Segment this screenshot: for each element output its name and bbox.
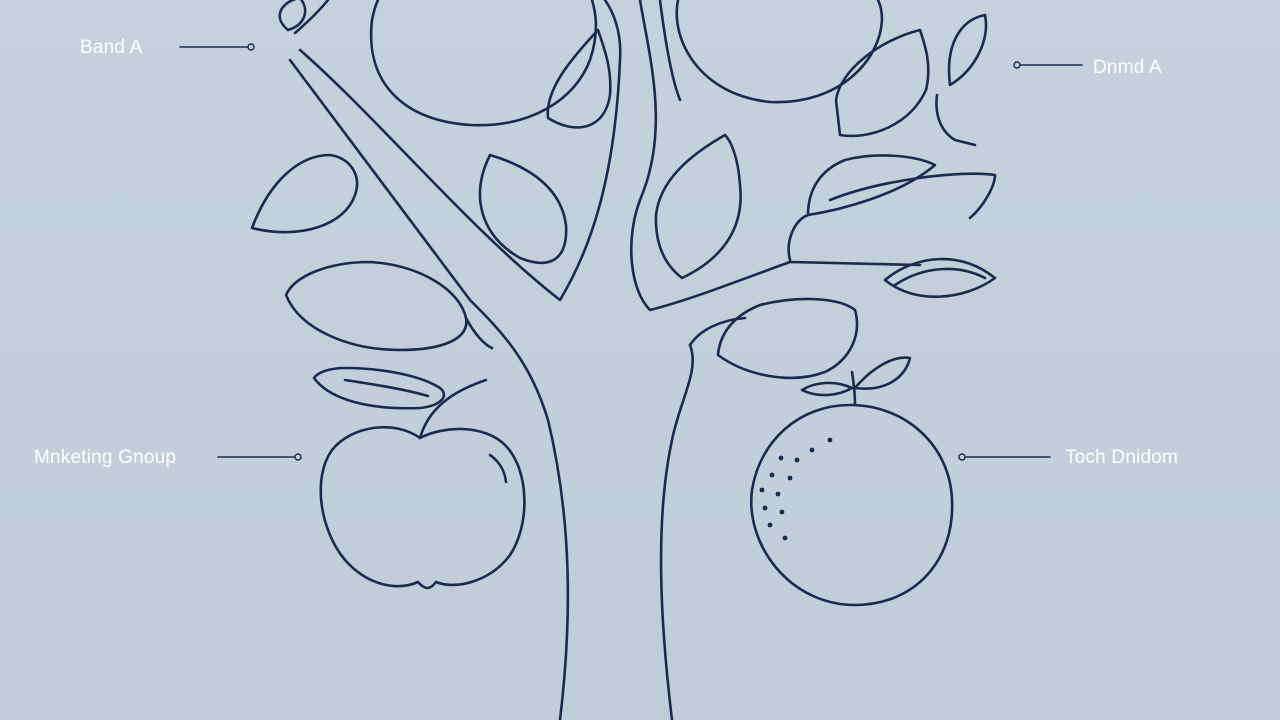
fruit-top-center <box>675 0 884 104</box>
orange-leaf-small <box>800 381 854 397</box>
fruit-top-left <box>369 0 598 127</box>
label-top-left: Band A <box>80 37 143 58</box>
trunk-right-edge <box>659 343 695 720</box>
leaf-left-big-tail <box>464 316 494 350</box>
apple-highlight <box>488 453 508 484</box>
label-connectors <box>179 43 1083 461</box>
leaf-apple-vein <box>343 378 430 398</box>
leaf-left-upper <box>250 153 359 234</box>
leaf-right-big-tail <box>688 316 747 347</box>
label-middle-left: Mnketing Gnoup <box>34 447 177 468</box>
leaf-mid-top-1 <box>546 28 612 129</box>
leaf-left-big <box>284 260 468 352</box>
orange-dots <box>759 437 833 541</box>
orange-stem <box>850 370 857 407</box>
orange-leaf <box>853 356 912 390</box>
leaf-center-right <box>654 133 742 280</box>
leaf-top-right-1 <box>834 28 930 138</box>
orange-icon <box>749 403 954 607</box>
leaf-right-eye <box>883 257 997 298</box>
leaf-right-big <box>716 297 859 380</box>
leaf-top-left-small <box>278 0 307 32</box>
branch-far-right <box>935 93 977 147</box>
leaf-top-left-small-2 <box>293 0 330 35</box>
leaf-right-mid <box>806 154 937 217</box>
leaf-right-mid-2 <box>828 172 997 220</box>
connector-middle-right-dot <box>958 453 966 461</box>
connector-middle-left-dot <box>294 453 302 461</box>
leaf-apple <box>312 366 446 410</box>
trunk-left-edge <box>288 58 570 720</box>
branch-upper-right <box>658 0 682 102</box>
label-top-right: Dnmd A <box>1093 57 1162 78</box>
connector-top-right-dot <box>1013 61 1021 69</box>
leaf-center-left <box>478 153 568 265</box>
branch-small-right <box>787 213 810 262</box>
branch-center-left <box>298 0 622 302</box>
connector-top-left-dot <box>247 43 255 51</box>
leaf-right-eye-inner <box>893 267 987 287</box>
apple-icon <box>319 426 526 590</box>
apple-stem <box>418 378 488 440</box>
branch-center-right <box>630 0 922 312</box>
leaf-top-right-2 <box>947 13 988 87</box>
label-middle-right: Toch Dnidom <box>1065 447 1179 468</box>
